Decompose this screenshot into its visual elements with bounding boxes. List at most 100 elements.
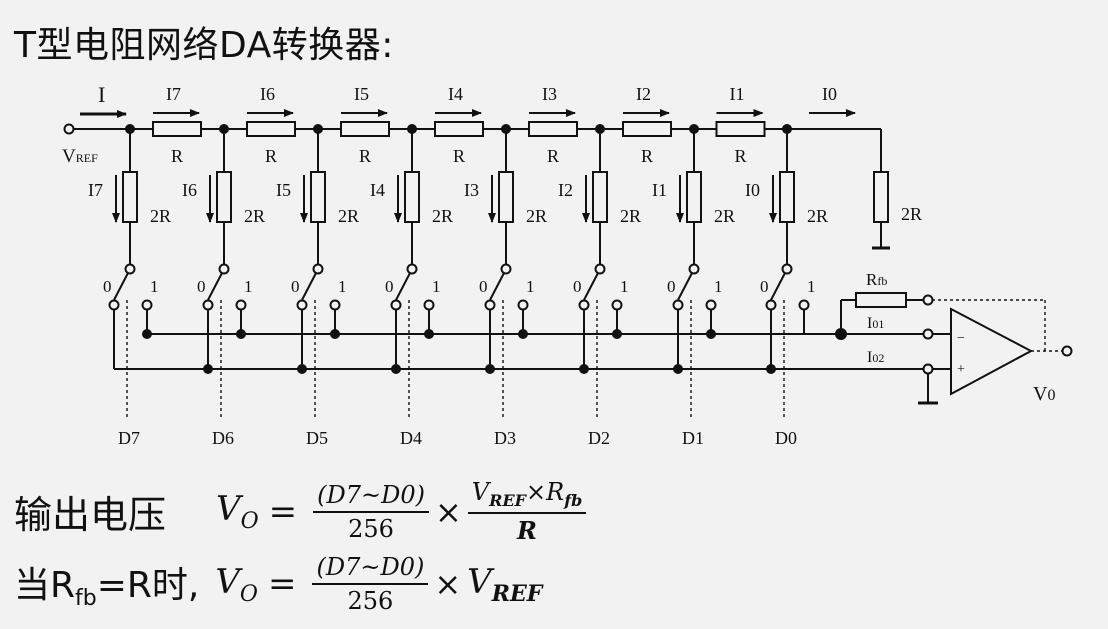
switch-pivot	[688, 263, 700, 275]
bus-io2-junction	[766, 364, 776, 374]
bus-io2-junction	[297, 364, 307, 374]
shunt-2r-resistor	[779, 171, 795, 223]
shunt-2r-resistor	[592, 171, 608, 223]
switch-blade	[583, 272, 599, 301]
switch-contact-1	[235, 299, 247, 311]
shunt-2r-resistor	[122, 171, 138, 223]
switch-contact-0	[578, 299, 590, 311]
bit-label-d3: D3	[494, 428, 516, 448]
switch-label-1: 1	[150, 277, 159, 296]
vref-label: VREF	[62, 146, 98, 167]
bit-label-d0: D0	[775, 428, 797, 448]
switch-label-0: 0	[573, 277, 582, 296]
series-resistor-label: R	[171, 146, 183, 166]
vo-terminal	[1061, 345, 1073, 357]
shunt-resistor-label: 2R	[432, 206, 453, 226]
formula2-num: (D7~D0)	[312, 553, 429, 585]
rfb-label: Rfb	[866, 270, 887, 289]
formula1-lhs: VO	[216, 489, 259, 534]
series-resistor-6	[622, 121, 672, 137]
formula2-times: ×	[434, 565, 462, 603]
switch-blade	[770, 272, 786, 301]
shunt-2r-resistor	[216, 171, 232, 223]
branch-current-label: I2	[558, 180, 573, 200]
series-resistor-label: R	[547, 146, 559, 166]
bus-io2-junction	[673, 364, 683, 374]
switch-pivot	[312, 263, 324, 275]
branch-current-label: I1	[652, 180, 667, 200]
bus-io2-junction	[391, 364, 401, 374]
input-current-label: I	[98, 82, 105, 107]
shunt-2r-resistor	[310, 171, 326, 223]
switch-contact-0	[202, 299, 214, 311]
switch-blade	[395, 272, 411, 301]
shunt-resistor-label: 2R	[150, 206, 171, 226]
switch-label-0: 0	[103, 277, 112, 296]
branch-current-label: I4	[370, 180, 385, 200]
bus-io2-junction	[579, 364, 589, 374]
formula2-rhs: VREF	[467, 561, 543, 607]
opamp-plus-label: +	[957, 362, 965, 377]
shunt-2r-resistor	[686, 171, 702, 223]
switch-pivot	[406, 263, 418, 275]
switch-label-0: 0	[197, 277, 206, 296]
series-resistor-label: R	[359, 146, 371, 166]
switch-blade	[113, 272, 129, 301]
io2-label: I02	[867, 349, 884, 366]
switch-label-0: 0	[291, 277, 300, 296]
switch-label-0: 0	[760, 277, 769, 296]
bit-label-d4: D4	[400, 428, 422, 448]
switch-label-1: 1	[714, 277, 723, 296]
bit-label-d5: D5	[306, 428, 328, 448]
switch-pivot	[594, 263, 606, 275]
dashed-connections	[932, 299, 1062, 352]
branch-current-label: I7	[88, 180, 103, 200]
switch-blade	[489, 272, 505, 301]
switch-pivot	[124, 263, 136, 275]
switch-label-0: 0	[667, 277, 676, 296]
shunt-2r-resistor	[404, 171, 420, 223]
series-resistor-label: R	[641, 146, 653, 166]
formula2-prefix: 当Rfb=R时,	[14, 565, 200, 612]
switch-label-1: 1	[526, 277, 535, 296]
bit-label-d6: D6	[212, 428, 234, 448]
branch-current-label: I3	[464, 180, 479, 200]
formula1-den2: R	[517, 515, 537, 545]
top-current-label: I3	[542, 84, 557, 104]
series-resistor-1	[152, 121, 202, 137]
formula2-fraction: (D7~D0) 256	[312, 553, 429, 615]
formula1-num2: VREF×Rfb	[467, 478, 587, 514]
shunt-resistor-label: 2R	[714, 206, 735, 226]
series-resistor-label: R	[265, 146, 277, 166]
switch-contact-1	[423, 299, 435, 311]
terminating-2r-resistor	[873, 171, 889, 223]
op-amp-symbol	[950, 307, 1034, 396]
formula1-equals: =	[268, 491, 298, 532]
switch-pivot	[781, 263, 793, 275]
formula1-fraction2: VREF×Rfb R	[467, 478, 587, 545]
formula-output-voltage: 输出电压 VO = (D7~D0) 256 × VREF×Rfb R	[14, 474, 592, 549]
bus-io1-junction	[142, 329, 152, 339]
switch-label-1: 1	[338, 277, 347, 296]
bus-io1-junction	[706, 329, 716, 339]
shunt-resistor-label: 2R	[526, 206, 547, 226]
opamp-minus-label: −	[957, 331, 965, 346]
formula1-times: ×	[434, 492, 462, 531]
series-resistor-label: R	[735, 146, 747, 166]
shunt-resistor-label: 2R	[620, 206, 641, 226]
formula2-den: 256	[347, 587, 394, 615]
switch-contact-0	[484, 299, 496, 311]
vref-terminal	[63, 123, 75, 135]
bus-io2-junction	[485, 364, 495, 374]
switch-contact-0	[672, 299, 684, 311]
series-resistor-3	[340, 121, 390, 137]
series-resistor-2	[246, 121, 296, 137]
shunt-resistor-label: 2R	[244, 206, 265, 226]
switch-contact-1	[517, 299, 529, 311]
switch-contact-0	[108, 299, 120, 311]
top-current-label: I4	[448, 84, 463, 104]
vo-output-label: V0	[1033, 383, 1055, 405]
formula1-prefix: 输出电压	[14, 493, 167, 537]
shunt-resistor-label: 2R	[807, 206, 828, 226]
